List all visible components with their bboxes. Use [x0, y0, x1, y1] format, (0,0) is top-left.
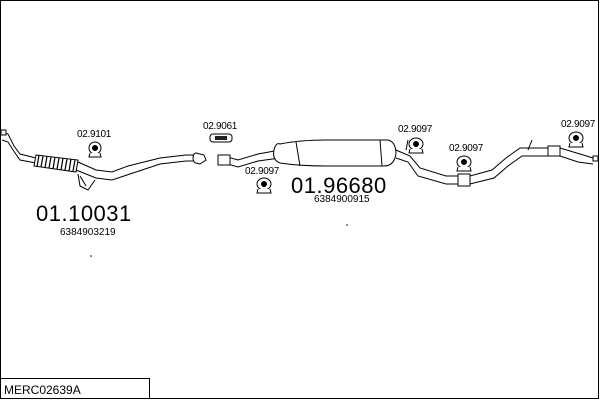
- mount-b-part[interactable]: [408, 137, 424, 154]
- rear-silencer-number: 01.96680: [291, 173, 387, 198]
- mount-front-part[interactable]: [88, 141, 102, 158]
- clamp-label: 02.9061: [203, 121, 238, 132]
- front-mount-label: 02.9101: [77, 129, 112, 140]
- mount-d-part[interactable]: [568, 131, 584, 148]
- front-pipe-oe-number: 6384903219: [60, 227, 116, 238]
- mount-a-part[interactable]: [256, 177, 272, 194]
- reference-dot-1: [90, 255, 92, 257]
- mount-a-label: 02.9097: [245, 166, 280, 177]
- rear-silencer-oe-number: 6384900915: [314, 194, 370, 205]
- model-code: MERC02639A: [4, 383, 81, 397]
- rear-silencer-part[interactable]: [217, 139, 599, 187]
- mount-c-part[interactable]: [456, 155, 472, 172]
- mount-c-label: 02.9097: [449, 143, 484, 154]
- front-pipe-number: 01.10031: [36, 201, 132, 226]
- reference-dot-2: [346, 224, 348, 226]
- mount-b-label: 02.9097: [398, 124, 433, 135]
- mount-d-label: 02.9097: [561, 119, 596, 130]
- model-code-box: MERC02639A: [0, 378, 150, 399]
- clamp-part[interactable]: [209, 133, 233, 143]
- front-pipe-part[interactable]: [0, 129, 207, 191]
